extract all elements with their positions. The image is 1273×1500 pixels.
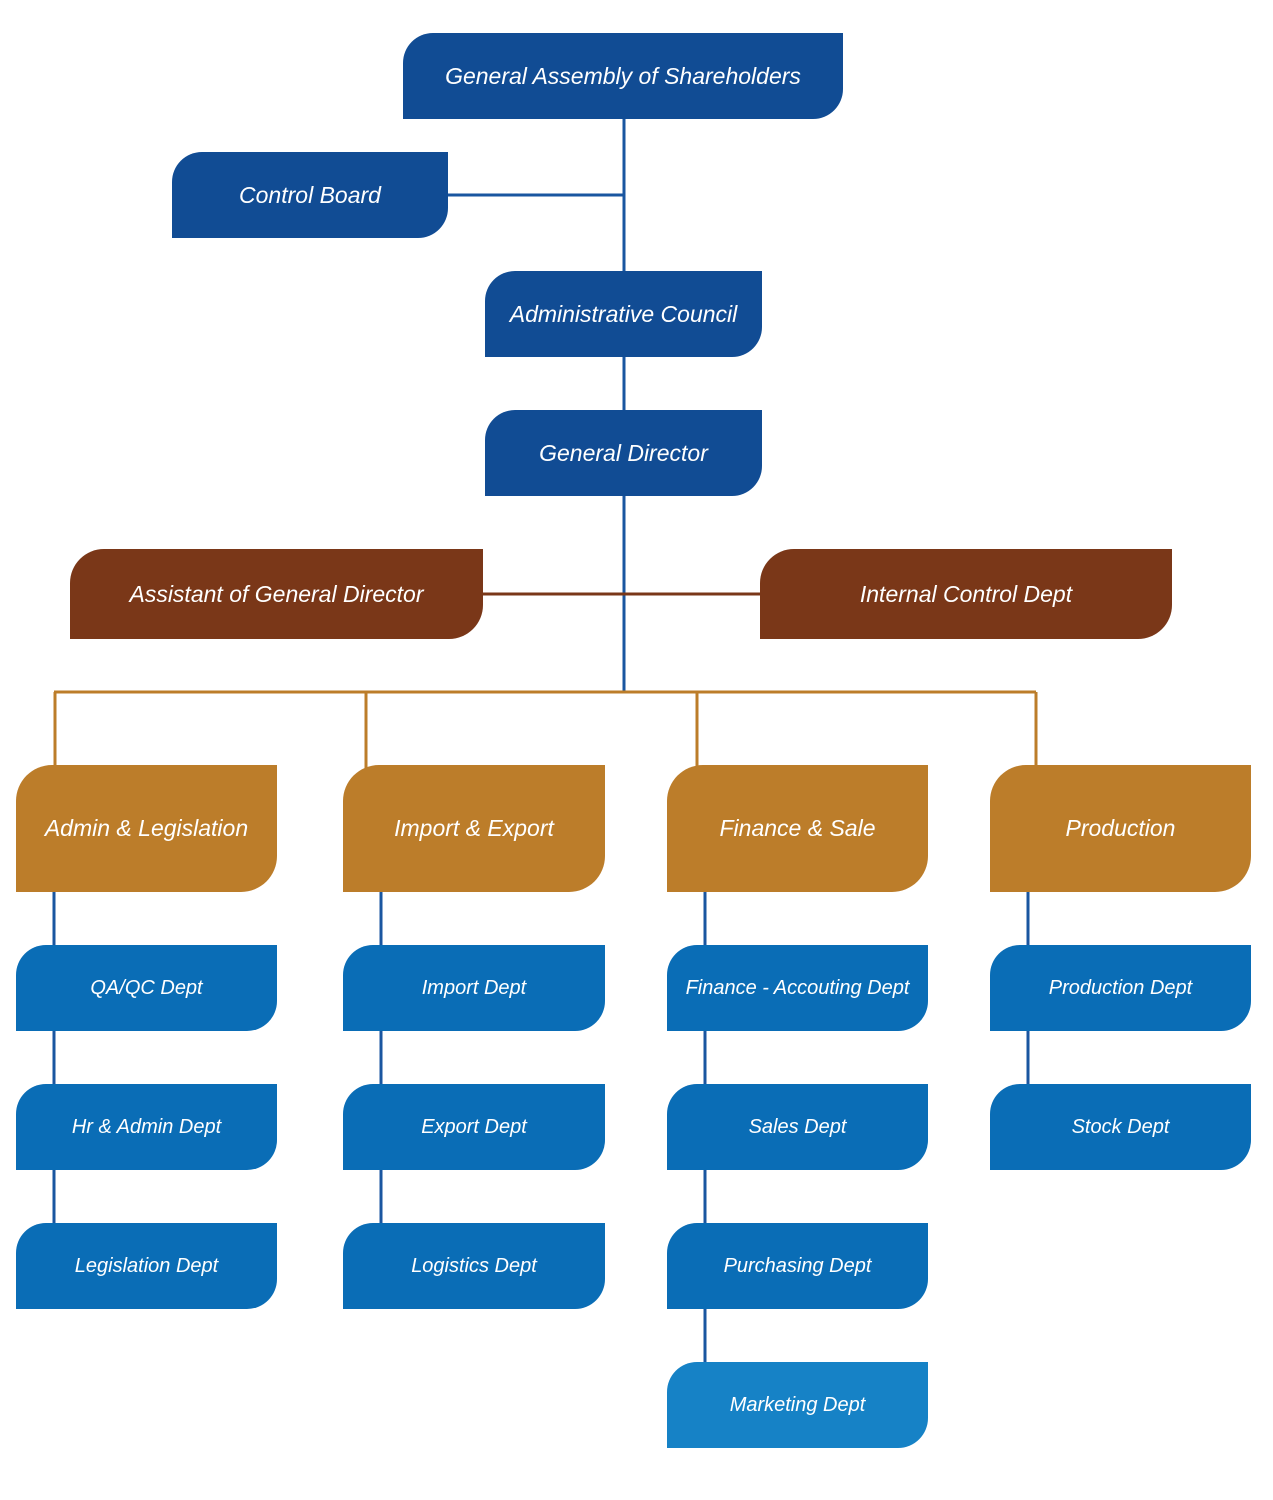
council-label: Administrative Council: [509, 300, 738, 327]
dept-label: QA/QC Dept: [90, 976, 203, 999]
dept-node: Legislation Dept: [16, 1223, 277, 1309]
dept-label: Export Dept: [421, 1115, 527, 1138]
dept-node: Marketing Dept: [667, 1362, 928, 1448]
dept-label: Hr & Admin Dept: [71, 1115, 222, 1138]
dept-label: Logistics Dept: [411, 1254, 537, 1277]
internal-control-label: Internal Control Dept: [859, 580, 1073, 607]
assembly-label: General Assembly of Shareholders: [445, 62, 801, 89]
director-label: General Director: [539, 439, 708, 466]
division-label: Import & Export: [394, 815, 554, 841]
internal-control-node: Internal Control Dept: [760, 549, 1172, 639]
control-board-label: Control Board: [239, 181, 381, 208]
dept-node: Finance - Accouting Dept: [667, 945, 928, 1031]
dept-node: Stock Dept: [990, 1084, 1251, 1170]
dept-node: Sales Dept: [667, 1084, 928, 1170]
dept-label: Marketing Dept: [729, 1393, 866, 1416]
division-label: Production: [1065, 815, 1176, 841]
dept-label: Finance - Accouting Dept: [685, 976, 910, 999]
council-node: Administrative Council: [485, 271, 762, 357]
dept-label: Legislation Dept: [74, 1254, 219, 1277]
division-node: Admin & Legislation: [16, 765, 277, 892]
dept-label: Import Dept: [421, 976, 527, 999]
dept-label: Stock Dept: [1071, 1115, 1170, 1138]
assistant-label: Assistant of General Director: [129, 580, 424, 607]
dept-node: QA/QC Dept: [16, 945, 277, 1031]
division-node: Import & Export: [343, 765, 605, 892]
division-label: Finance & Sale: [719, 815, 876, 841]
division-label: Admin & Legislation: [44, 815, 249, 841]
division-node: Finance & Sale: [667, 765, 928, 892]
dept-node: Export Dept: [343, 1084, 605, 1170]
division-node: Production: [990, 765, 1251, 892]
dept-node: Logistics Dept: [343, 1223, 605, 1309]
dept-node: Purchasing Dept: [667, 1223, 928, 1309]
control-board-node: Control Board: [172, 152, 448, 238]
dept-label: Production Dept: [1048, 976, 1193, 999]
dept-node: Production Dept: [990, 945, 1251, 1031]
dept-label: Sales Dept: [748, 1115, 847, 1138]
assistant-node: Assistant of General Director: [70, 549, 483, 639]
dept-node: Import Dept: [343, 945, 605, 1031]
assembly-node: General Assembly of Shareholders: [403, 33, 843, 119]
dept-node: Hr & Admin Dept: [16, 1084, 277, 1170]
director-node: General Director: [485, 410, 762, 496]
dept-label: Purchasing Dept: [723, 1254, 872, 1277]
